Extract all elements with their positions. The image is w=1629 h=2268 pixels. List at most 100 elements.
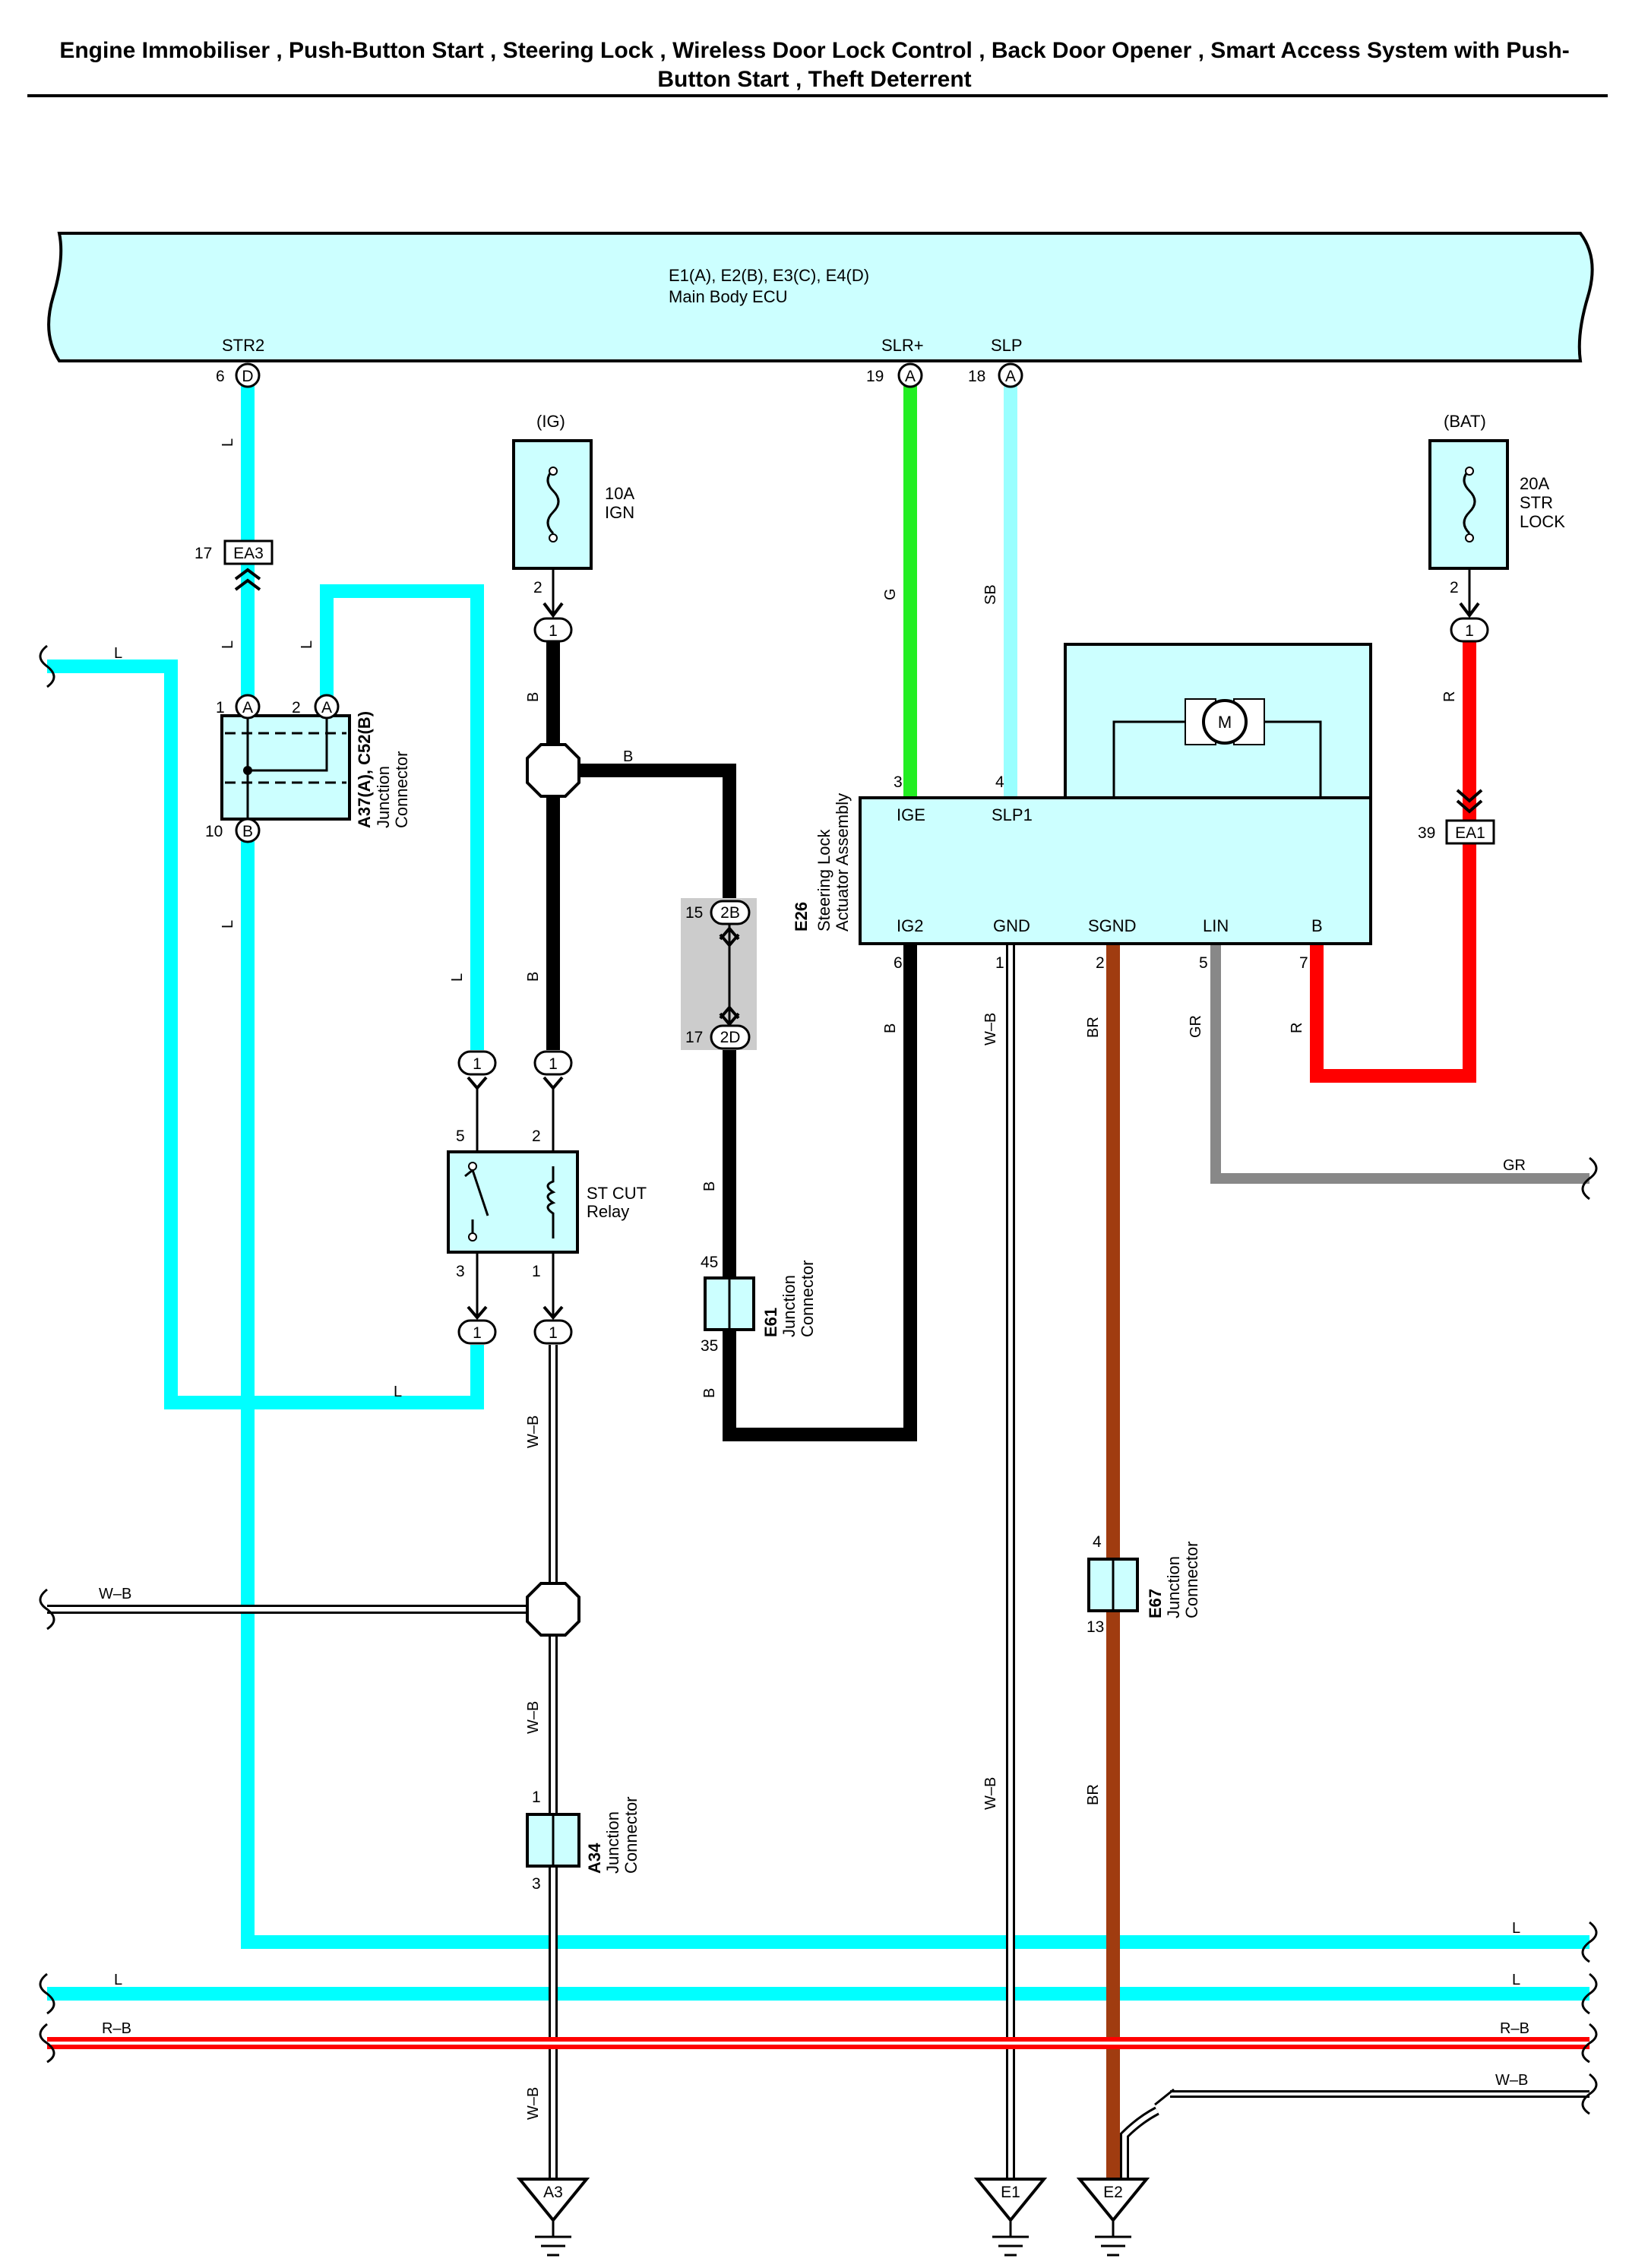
svg-text:6: 6 (216, 368, 225, 385)
svg-text:D: D (242, 368, 253, 385)
svg-text:E1: E1 (1001, 2184, 1020, 2201)
wire-break-marks (39, 644, 1598, 2115)
svg-text:45: 45 (701, 1254, 718, 1271)
svg-text:Junction: Junction (780, 1275, 799, 1337)
svg-text:E2: E2 (1103, 2184, 1123, 2201)
svg-text:EA3: EA3 (233, 545, 264, 562)
svg-text:A: A (321, 699, 332, 716)
svg-text:3: 3 (532, 1875, 541, 1893)
wire-l-a37-relay (320, 584, 484, 1050)
svg-text:SB: SB (982, 584, 999, 605)
svg-text:1: 1 (1465, 622, 1474, 640)
svg-text:4: 4 (1093, 1533, 1102, 1551)
svg-text:Actuator Assembly: Actuator Assembly (833, 793, 852, 932)
svg-text:Relay: Relay (587, 1202, 629, 1221)
svg-text:SGND: SGND (1088, 916, 1137, 935)
svg-text:B: B (701, 1388, 718, 1398)
connector-2b-2d: 2B 15 2D 17 (681, 898, 757, 1050)
wire-l-str2 (241, 384, 1589, 1949)
svg-text:EA1: EA1 (1455, 824, 1485, 842)
ecu-pin-slr: A 19 (866, 362, 923, 388)
wire-wb (47, 944, 1589, 2182)
svg-text:B: B (623, 748, 633, 765)
svg-text:Connector: Connector (622, 1796, 641, 1874)
svg-text:R–B: R–B (102, 2020, 131, 2037)
relay-bottom-connectors: 1 1 (457, 1252, 573, 1345)
junction-connector-a34: 1 3 A34 Junction Connector (526, 1789, 641, 1893)
svg-text:L: L (220, 920, 236, 928)
svg-text:(BAT): (BAT) (1444, 412, 1486, 431)
svg-text:L: L (114, 645, 122, 662)
splice-wb (526, 1582, 580, 1637)
svg-text:18: 18 (968, 368, 985, 385)
svg-text:1: 1 (473, 1324, 482, 1342)
fuse-ign-source: (IG) (536, 412, 565, 431)
svg-text:E26: E26 (792, 902, 811, 932)
ecu-pin-str2: D 6 (216, 362, 261, 388)
svg-text:3: 3 (456, 1263, 465, 1280)
svg-text:LIN: LIN (1203, 916, 1229, 935)
svg-text:A3: A3 (543, 2184, 563, 2201)
svg-text:Junction: Junction (1164, 1556, 1183, 1618)
svg-text:L: L (299, 641, 315, 649)
svg-text:B: B (525, 692, 542, 702)
svg-text:35: 35 (701, 1337, 718, 1355)
svg-text:A: A (242, 699, 253, 716)
svg-text:R–B: R–B (1500, 2020, 1529, 2037)
svg-text:B: B (882, 1023, 899, 1033)
svg-text:20A: 20A (1520, 474, 1549, 493)
svg-text:A: A (1005, 368, 1016, 385)
ground-a3: A3 (516, 2178, 590, 2257)
svg-text:L: L (1512, 1920, 1520, 1937)
svg-text:M: M (1218, 713, 1232, 732)
svg-text:5: 5 (456, 1128, 465, 1145)
svg-text:Connector: Connector (1182, 1541, 1201, 1618)
terminal-slr-label: SLR+ (881, 336, 924, 355)
svg-text:A34: A34 (585, 1843, 604, 1874)
svg-text:1: 1 (549, 622, 558, 640)
relay-top-connectors: 1 1 (457, 1050, 573, 1155)
svg-text:W–B: W–B (525, 1701, 542, 1734)
svg-text:B: B (242, 823, 253, 840)
svg-text:2: 2 (1096, 954, 1105, 972)
steering-lock-actuator: M IGE SLP1 3 4 IG2 GND SGND LIN B 6 1 2 … (792, 643, 1372, 972)
splice-b (526, 743, 580, 798)
svg-text:R: R (1441, 691, 1458, 702)
svg-text:17: 17 (195, 545, 212, 562)
connector-ea3: EA3 17 (195, 539, 274, 591)
svg-text:W–B: W–B (525, 1416, 542, 1448)
svg-text:1: 1 (995, 954, 1004, 972)
svg-text:L: L (220, 641, 236, 649)
svg-text:Junction: Junction (374, 766, 393, 828)
svg-text:R: R (1289, 1023, 1305, 1033)
svg-text:10A: 10A (605, 484, 634, 503)
svg-text:A: A (905, 368, 916, 385)
title-line-2: Button Start , Theft Deterrent (657, 67, 972, 92)
svg-text:2: 2 (292, 699, 301, 716)
main-body-ecu: E1(A), E2(B), E3(C), E4(D) Main Body ECU… (47, 232, 1594, 362)
svg-text:7: 7 (1299, 954, 1308, 972)
svg-text:L: L (449, 973, 466, 982)
svg-text:LOCK: LOCK (1520, 512, 1565, 531)
svg-text:2: 2 (532, 1128, 541, 1145)
ground-e2: E2 (1076, 2178, 1150, 2257)
svg-text:1: 1 (532, 1789, 541, 1806)
ecu-name-label: Main Body ECU (669, 287, 788, 306)
diagram-title: Engine Immobiliser , Push-Button Start ,… (15, 36, 1614, 94)
svg-text:39: 39 (1418, 824, 1435, 842)
svg-text:Junction: Junction (603, 1811, 622, 1874)
svg-text:W–B: W–B (982, 1013, 999, 1045)
wire-r (1310, 640, 1476, 1083)
svg-text:L: L (114, 1972, 122, 1988)
svg-text:IGN: IGN (605, 503, 634, 522)
svg-text:B: B (701, 1181, 718, 1191)
svg-text:10: 10 (205, 823, 223, 840)
svg-text:STR: STR (1520, 493, 1553, 512)
junction-connector-e67: 4 13 E67 Junction Connector (1087, 1533, 1201, 1636)
motor-icon: M (1114, 698, 1321, 745)
wire-l-left-input (47, 660, 484, 1409)
svg-text:2: 2 (533, 579, 542, 596)
svg-text:Connector: Connector (798, 1260, 817, 1337)
wire-color-labels: L L L L L L L L L L B B B B B B G SB R R… (99, 438, 1529, 2120)
svg-text:Steering Lock: Steering Lock (814, 828, 833, 932)
